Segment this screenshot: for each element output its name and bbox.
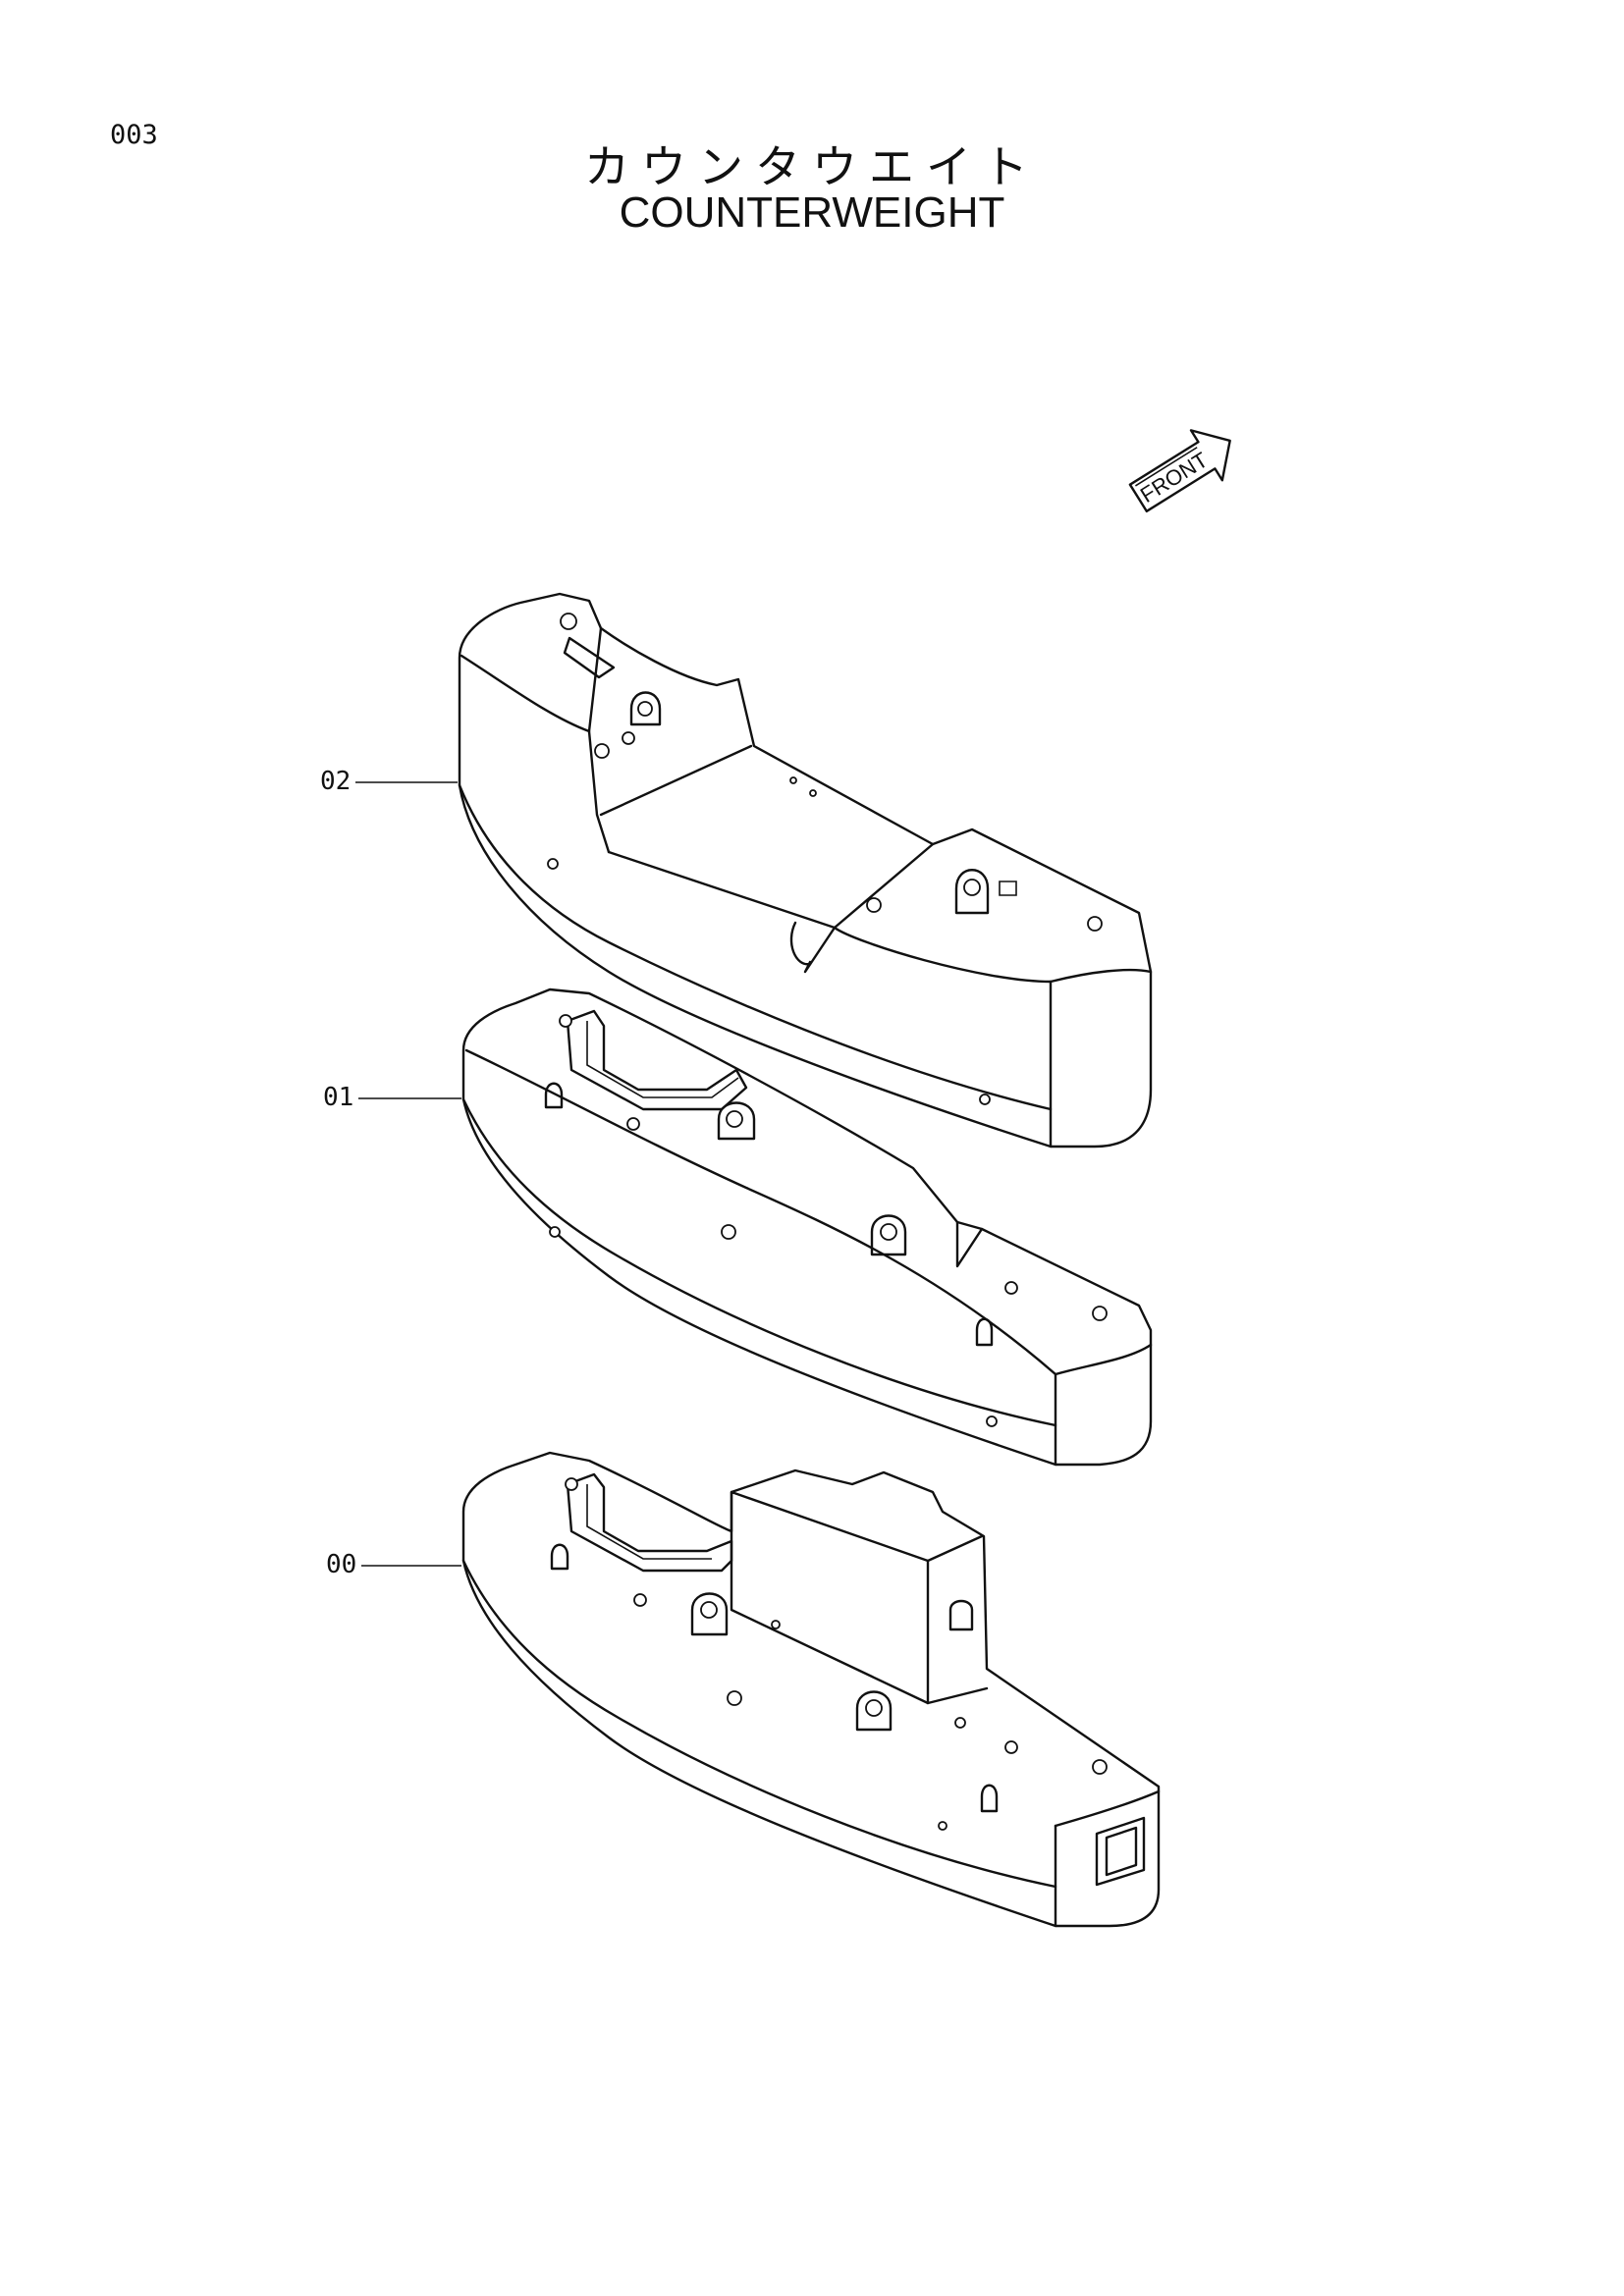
counterweight-part-02: [458, 592, 1153, 1148]
title-japanese: カウンタウエイト: [584, 140, 1040, 193]
front-arrow-icon: FRONT: [1128, 429, 1231, 513]
part-label-01: 01: [323, 1083, 354, 1112]
title-english: COUNTERWEIGHT: [619, 188, 1005, 237]
counterweight-part-01: [461, 988, 1153, 1467]
counterweight-part-00: [461, 1451, 1161, 1928]
part-label-02: 02: [320, 767, 352, 796]
part-label-00: 00: [326, 1550, 357, 1579]
page-number: 003: [110, 120, 158, 150]
